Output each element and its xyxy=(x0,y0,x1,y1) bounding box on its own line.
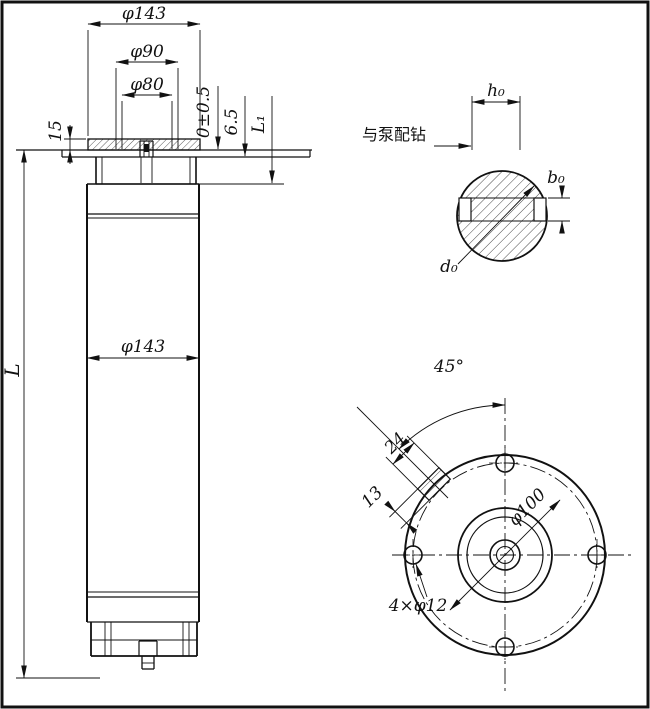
dim-phi143-top: φ143 xyxy=(122,4,166,24)
bolt-hole-top xyxy=(495,453,515,473)
dim-45deg: 45° xyxy=(433,357,464,377)
dim-b0: b₀ xyxy=(547,168,565,188)
bottom-cap xyxy=(90,622,198,670)
dim-l1: L₁ xyxy=(249,115,269,134)
dim-length: L xyxy=(0,363,24,377)
dim-d0: d₀ xyxy=(440,257,458,277)
dim-15: 15 xyxy=(46,120,66,142)
shaft-end-detail xyxy=(139,140,154,183)
keyway-left xyxy=(458,197,472,222)
center-lines xyxy=(392,398,632,692)
dim-phi90: φ90 xyxy=(130,42,164,62)
side-view-outline xyxy=(16,138,312,670)
keyway-right xyxy=(533,197,547,222)
bolt-hole-right xyxy=(587,545,607,565)
dim-phi80: φ80 xyxy=(130,75,164,95)
side-view-dimensions: φ143 φ90 φ80 15 0±0.5 6.5 xyxy=(0,4,284,679)
dim-4xphi12: 4×φ12 xyxy=(388,596,448,616)
dim-13: 13 xyxy=(358,483,387,512)
note-drill-with-pump: 与泵配钻 xyxy=(362,125,426,144)
shaft-section-view: h₀ 与泵配钻 b₀ d₀ xyxy=(362,81,570,277)
side-view: φ143 φ90 φ80 15 0±0.5 6.5 xyxy=(0,4,312,679)
bolt-hole-centerlines xyxy=(397,447,613,663)
dim-h0: h₀ xyxy=(487,81,505,101)
dim-flush: 0±0.5 xyxy=(194,86,214,138)
dim-phi143-body: φ143 xyxy=(121,337,165,357)
bolt-hole-bottom xyxy=(495,637,515,657)
dim-6-5: 6.5 xyxy=(222,108,242,135)
keyway-dark xyxy=(144,144,149,152)
dim-24: 24 xyxy=(380,429,410,459)
bolt-hole-left xyxy=(403,545,423,565)
flange-bottom-view: 45° 24 13 φ100 4×φ12 xyxy=(356,357,632,692)
dim-phi100: φ100 xyxy=(505,485,551,531)
